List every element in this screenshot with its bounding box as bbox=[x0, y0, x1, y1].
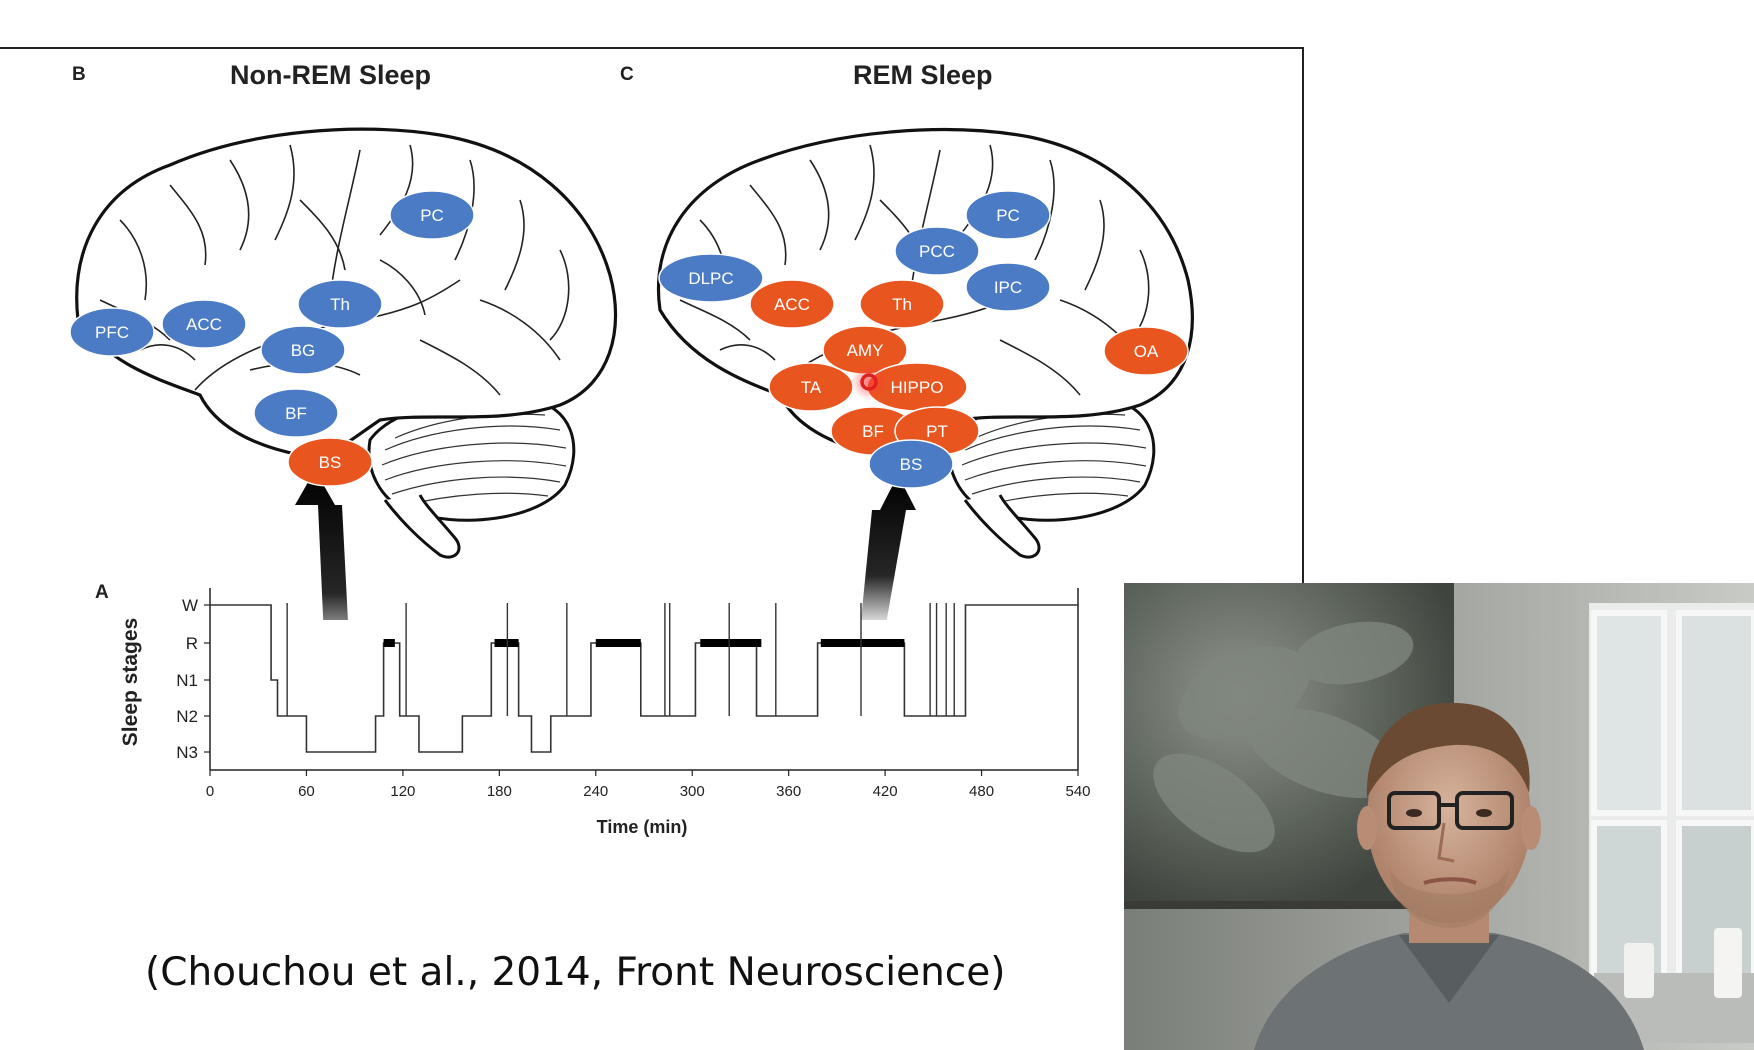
y-tick-label: W bbox=[182, 596, 198, 615]
nrem-region-label: PC bbox=[420, 206, 444, 225]
nrem-region-bs: BS bbox=[287, 437, 373, 487]
pointer-marker bbox=[851, 364, 887, 400]
nrem-region-pfc: PFC bbox=[69, 307, 155, 357]
rem-region-ta: TA bbox=[768, 362, 854, 412]
nrem-region-label: PFC bbox=[95, 323, 129, 342]
x-tick-label: 120 bbox=[390, 783, 415, 800]
x-tick-label: 300 bbox=[680, 783, 705, 800]
rem-bar bbox=[700, 639, 762, 647]
nrem-region-label: BG bbox=[291, 341, 316, 360]
panel-b-letter: B bbox=[72, 64, 86, 85]
hypnogram-ylabel: Sleep stages bbox=[119, 618, 142, 746]
nrem-region-acc: ACC bbox=[161, 299, 247, 349]
rem-region-dlpc: DLPC bbox=[658, 253, 764, 303]
webcam-scene bbox=[1124, 583, 1754, 1050]
plant-leaves bbox=[1153, 621, 1414, 853]
rem-region-label: BS bbox=[900, 455, 923, 474]
rem-region-pc: PC bbox=[965, 190, 1051, 240]
nrem-region-label: Th bbox=[330, 295, 350, 314]
rem-region-label: AMY bbox=[847, 341, 884, 360]
rem-bar bbox=[494, 639, 519, 647]
x-tick-label: 480 bbox=[969, 783, 994, 800]
nrem-region-label: BF bbox=[285, 404, 307, 423]
rem-region-label: PT bbox=[926, 422, 948, 441]
y-tick-label: N1 bbox=[176, 671, 198, 690]
nrem-region-pc: PC bbox=[389, 190, 475, 240]
rem-region-label: IPC bbox=[994, 278, 1022, 297]
figure-frame bbox=[0, 47, 1304, 607]
rem-region-label: BF bbox=[862, 422, 884, 441]
x-tick-label: 180 bbox=[487, 783, 512, 800]
rem-region-ipc: IPC bbox=[965, 262, 1051, 312]
nrem-region-bg: BG bbox=[260, 325, 346, 375]
rem-region-label: DLPC bbox=[688, 269, 733, 288]
hypnogram-rem-bars bbox=[383, 639, 905, 647]
glasses bbox=[1387, 791, 1441, 830]
x-tick-label: 540 bbox=[1065, 783, 1090, 800]
x-tick-label: 360 bbox=[776, 783, 801, 800]
rem-bar bbox=[383, 639, 395, 647]
x-tick-label: 420 bbox=[873, 783, 898, 800]
y-tick-label: N2 bbox=[176, 707, 198, 726]
nrem-region-bf: BF bbox=[253, 388, 339, 438]
nrem-region-th: Th bbox=[297, 279, 383, 329]
rem-region-label: PC bbox=[996, 206, 1020, 225]
hypnogram-series bbox=[210, 604, 1078, 753]
x-tick-label: 0 bbox=[206, 783, 214, 800]
rem-bar bbox=[820, 639, 905, 647]
panel-b-title: Non-REM Sleep bbox=[230, 60, 432, 90]
nrem-arrow bbox=[295, 470, 348, 620]
nrem-region-label: BS bbox=[319, 453, 342, 472]
rem-region-label: HIPPO bbox=[891, 378, 944, 397]
rem-arrow bbox=[861, 475, 916, 620]
rem-brainstem bbox=[963, 494, 1041, 559]
webcam-video-feed[interactable] bbox=[1124, 583, 1754, 1050]
nrem-brain bbox=[75, 127, 618, 559]
presenter bbox=[1254, 702, 1644, 1050]
hypnogram-line bbox=[210, 604, 1078, 753]
rem-region-label: OA bbox=[1134, 342, 1159, 361]
rem-region-hippo: HIPPO bbox=[866, 362, 968, 412]
rem-region-oa: OA bbox=[1103, 326, 1189, 376]
rem-region-acc: ACC bbox=[749, 279, 835, 329]
rem-bar bbox=[595, 639, 641, 647]
x-tick-label: 60 bbox=[298, 783, 315, 800]
panel-a-letter: A bbox=[95, 582, 109, 603]
rem-region-label: Th bbox=[892, 295, 912, 314]
rem-region-label: TA bbox=[801, 378, 822, 397]
y-tick-label: N3 bbox=[176, 743, 198, 762]
rem-region-bs: BS bbox=[868, 439, 954, 489]
x-tick-label: 240 bbox=[583, 783, 608, 800]
nrem-brainstem bbox=[383, 494, 461, 559]
panel-c-title: REM Sleep bbox=[853, 60, 993, 90]
nrem-sulci bbox=[99, 144, 570, 396]
nrem-region-label: ACC bbox=[186, 315, 222, 334]
citation-text: (Chouchou et al., 2014, Front Neuroscien… bbox=[145, 950, 1006, 995]
rem-region-label: PCC bbox=[919, 242, 955, 261]
y-tick-label: R bbox=[186, 634, 198, 653]
hypnogram-axes bbox=[209, 588, 1079, 771]
rem-region-label: ACC bbox=[774, 295, 810, 314]
rem-region-pcc: PCC bbox=[894, 226, 980, 276]
hypnogram-xlabel: Time (min) bbox=[597, 817, 688, 837]
hypnogram-spikes bbox=[286, 603, 955, 716]
panel-c-letter: C bbox=[620, 64, 634, 85]
rem-region-th: Th bbox=[859, 279, 945, 329]
